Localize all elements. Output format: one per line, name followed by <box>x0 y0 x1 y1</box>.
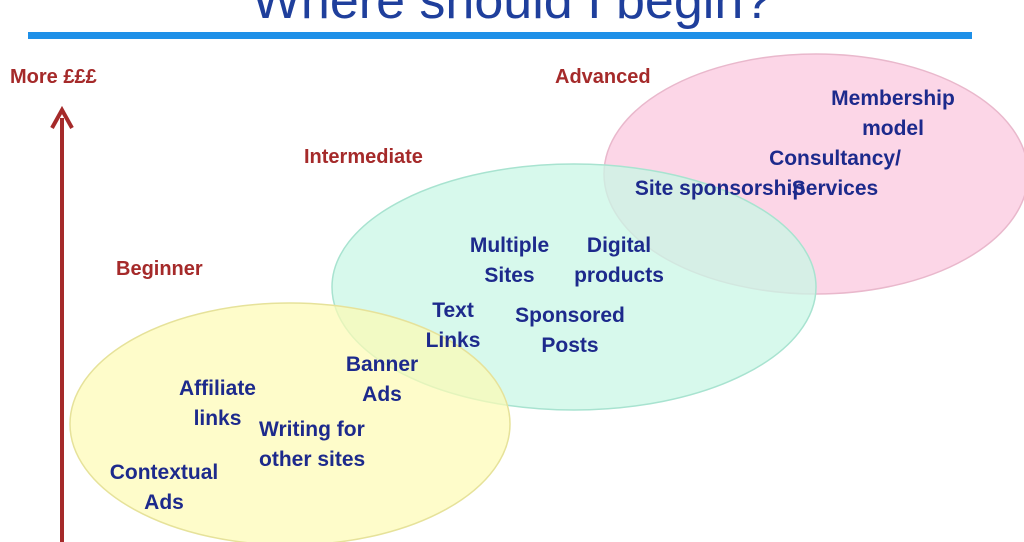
axis-label: More £££ <box>10 66 97 88</box>
item-banner-ads: Banner Ads <box>345 353 419 406</box>
item-text-links: Text Links <box>425 299 481 352</box>
beginner-ellipse <box>69 302 511 542</box>
item-digital-products: Digital products <box>574 234 664 287</box>
stage-label-beginner: Beginner <box>116 258 203 280</box>
item-writing-for-other-sites: Writing for other sites <box>259 418 366 471</box>
item-contextual-ads: Contextual Ads <box>109 461 219 514</box>
slide-title: Where should I begin? <box>251 0 773 30</box>
stage-label-advanced: Advanced <box>555 66 651 88</box>
item-site-sponsorship: Site sponsorship <box>634 177 806 200</box>
axis-arrowhead <box>50 105 74 129</box>
item-affiliate-links: Affiliate links <box>178 377 256 430</box>
stage-label-intermediate: Intermediate <box>304 146 423 168</box>
item-sponsored-posts: Sponsored Posts <box>515 304 625 357</box>
item-multiple-sites: Multiple Sites <box>469 234 550 287</box>
item-consultancy-services: Consultancy/ Services <box>769 147 901 200</box>
item-membership-model: Membership model <box>831 87 955 140</box>
title-underline <box>28 32 972 39</box>
